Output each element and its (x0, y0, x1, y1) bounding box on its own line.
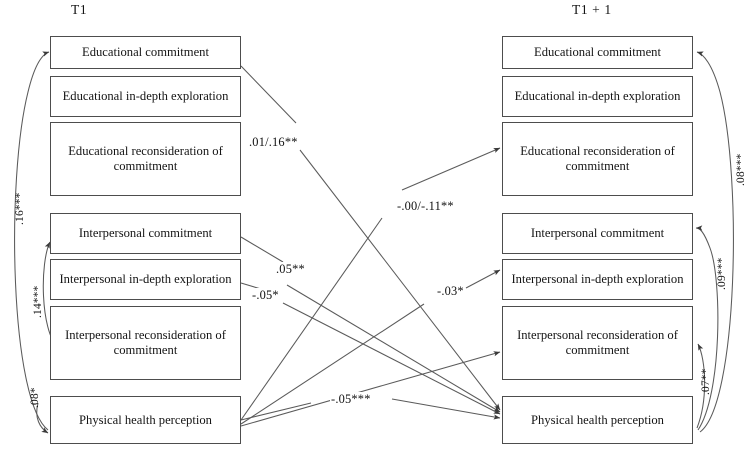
path-health-to-edu-reconsid-seg-a (240, 217, 383, 421)
node-label: Educational reconsideration of commitmen… (520, 144, 675, 173)
node-label: Interpersonal in-depth exploration (59, 272, 232, 287)
path-health-to-int-indepth-seg-a (240, 303, 425, 425)
node-edu-commitment-t1[interactable]: Educational commitment (50, 36, 241, 69)
node-label: Physical health perception (531, 412, 664, 427)
path-label-health-to-edu-reconsideration: -.00/-.11** (396, 199, 455, 214)
path-health-to-int-indepth (465, 269, 501, 289)
corr-right-edu-commitment-arrow (696, 51, 734, 433)
node-edu-indepth-t2[interactable]: Educational in-depth exploration (502, 76, 693, 117)
node-edu-commitment-t2[interactable]: Educational commitment (502, 36, 693, 69)
node-label: Educational in-depth exploration (514, 89, 681, 104)
node-physical-health-t1[interactable]: Physical health perception (50, 396, 241, 444)
path-edu-commitment-to-health (299, 149, 501, 411)
path-int-indepth-to-health (282, 302, 501, 415)
node-label: Interpersonal reconsideration of commitm… (517, 328, 678, 357)
node-int-commitment-t2[interactable]: Interpersonal commitment (502, 213, 693, 254)
node-int-indepth-t2[interactable]: Interpersonal in-depth exploration (502, 259, 693, 300)
path-health-to-health-seg-a (240, 402, 312, 421)
node-edu-reconsideration-t2[interactable]: Educational reconsideration of commitmen… (502, 122, 693, 196)
path-label-health-to-int-indepth: -.03* (436, 284, 465, 299)
node-label: Educational in-depth exploration (62, 89, 229, 104)
node-int-reconsideration-t2[interactable]: Interpersonal reconsideration of commitm… (502, 306, 693, 380)
node-edu-reconsideration-t1[interactable]: Educational reconsideration of commitmen… (50, 122, 241, 196)
node-label: Physical health perception (79, 412, 212, 427)
path-health-to-int-reconsideration (240, 351, 501, 427)
path-edu-commitment-seg-a (240, 65, 297, 124)
path-label-int-indepth-to-health: -.05* (251, 288, 280, 303)
node-label: Interpersonal commitment (530, 226, 665, 241)
node-edu-indepth-t1[interactable]: Educational in-depth exploration (50, 76, 241, 117)
corr-label-left-edu-commitment: .16*** (14, 192, 26, 225)
corr-label-right-edu-commitment: .08*** (735, 153, 747, 186)
node-label: Interpersonal commitment (78, 226, 213, 241)
corr-left-edu-commitment-arrow (14, 51, 50, 431)
column-title-t2: T1 + 1 (572, 2, 612, 17)
corr-label-right-int-commitment: .09*** (716, 257, 728, 290)
corr-right-int-reconsideration-arrow (696, 343, 706, 429)
corr-left-health-arrow (36, 402, 49, 434)
path-health-to-health (391, 398, 501, 420)
node-label: Interpersonal reconsideration of commitm… (65, 328, 226, 357)
path-label-int-commitment-to-health: .05** (275, 262, 306, 277)
path-health-to-edu-reconsideration (401, 147, 501, 191)
path-int-commitment-to-health (286, 284, 501, 413)
node-label: Educational commitment (82, 45, 209, 60)
path-int-commitment-seg-a (240, 236, 284, 263)
node-int-commitment-t1[interactable]: Interpersonal commitment (50, 213, 241, 254)
node-physical-health-t2[interactable]: Physical health perception (502, 396, 693, 444)
node-label: Interpersonal in-depth exploration (511, 272, 684, 287)
corr-label-left-int-commitment: .14*** (32, 285, 44, 318)
node-label: Educational reconsideration of commitmen… (68, 144, 223, 173)
node-int-reconsideration-t1[interactable]: Interpersonal reconsideration of commitm… (50, 306, 241, 380)
node-label: Educational commitment (534, 45, 661, 60)
path-label-edu-commitment-to-health: .01/.16** (248, 135, 299, 150)
path-label-health-to-health: -.05*** (330, 392, 372, 407)
column-title-t1: T1 (71, 2, 88, 17)
node-int-indepth-t1[interactable]: Interpersonal in-depth exploration (50, 259, 241, 300)
corr-right-int-commitment-arrow (695, 225, 719, 431)
corr-label-left-health: .08* (29, 387, 41, 408)
corr-label-right-int-reconsideration: .07** (700, 368, 712, 395)
